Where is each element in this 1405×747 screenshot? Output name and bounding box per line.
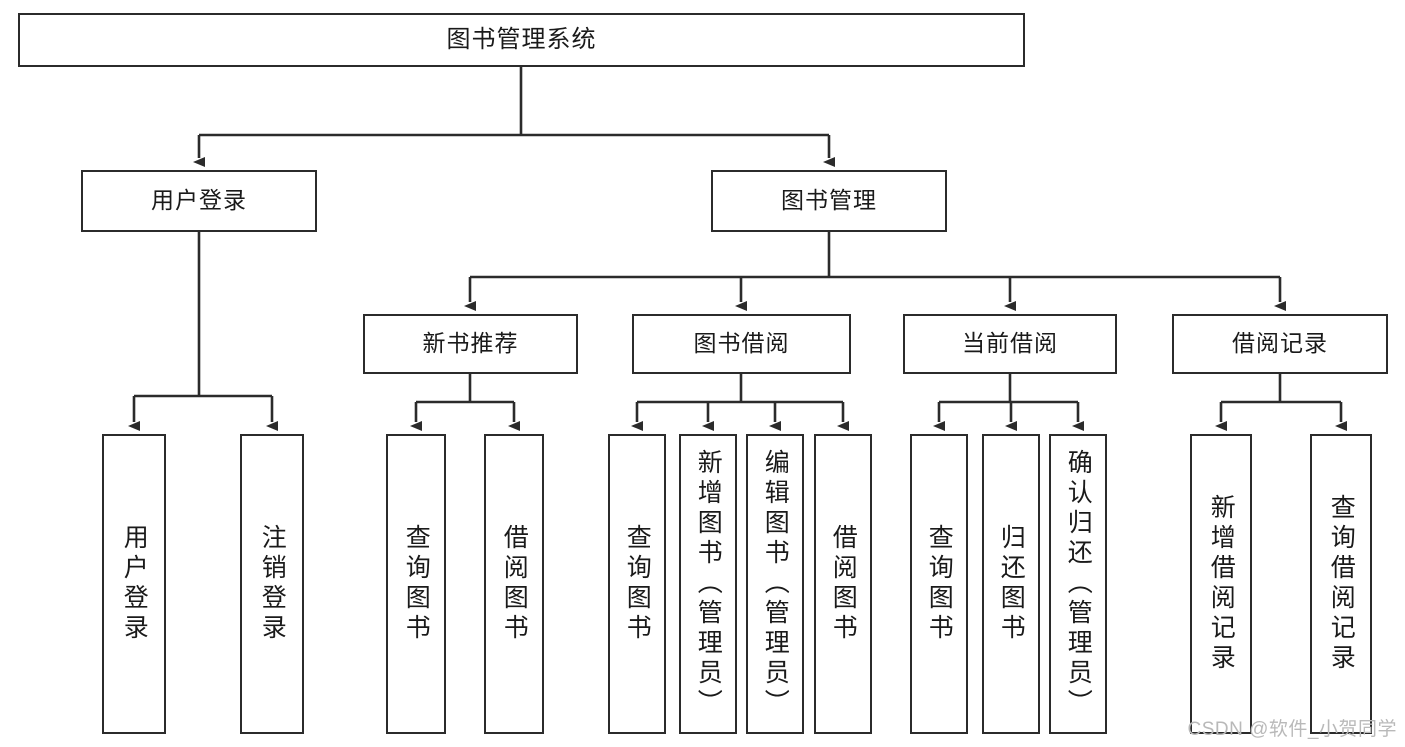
leaf-add-record[interactable]: 新增借阅记录 xyxy=(1190,434,1252,734)
leaf-query-book-3[interactable]: 查询图书 xyxy=(910,434,968,734)
node-book-manage[interactable]: 图书管理 xyxy=(711,170,947,232)
node-label: 新书推荐 xyxy=(422,330,519,357)
node-label: 查询借阅记录 xyxy=(1327,494,1356,674)
leaf-user-login[interactable]: 用户登录 xyxy=(102,434,166,734)
node-label: 图书借阅 xyxy=(693,330,790,357)
node-label: 查询图书 xyxy=(623,524,652,644)
node-label: 借阅记录 xyxy=(1232,330,1328,357)
node-label: 注销登录 xyxy=(258,524,287,644)
node-label: 归还图书 xyxy=(997,524,1026,644)
node-label: 编辑图书（管理员） xyxy=(761,449,790,719)
leaf-logout[interactable]: 注销登录 xyxy=(240,434,304,734)
node-user-login[interactable]: 用户登录 xyxy=(81,170,317,232)
node-label: 当前借阅 xyxy=(962,330,1058,357)
node-root-system[interactable]: 图书管理系统 xyxy=(18,13,1025,67)
watermark-text: CSDN @软件_小贺同学 xyxy=(1187,719,1397,740)
node-new-book-recommend[interactable]: 新书推荐 xyxy=(363,314,578,374)
node-label: 新增借阅记录 xyxy=(1207,494,1236,674)
node-label: 借阅图书 xyxy=(829,524,858,644)
node-label: 用户登录 xyxy=(120,524,149,644)
node-label: 借阅图书 xyxy=(500,524,529,644)
leaf-add-book[interactable]: 新增图书（管理员） xyxy=(679,434,737,734)
node-label: 确认归还（管理员） xyxy=(1064,449,1093,719)
leaf-borrow-book-1[interactable]: 借阅图书 xyxy=(484,434,544,734)
leaf-edit-book[interactable]: 编辑图书（管理员） xyxy=(746,434,804,734)
node-current-borrow[interactable]: 当前借阅 xyxy=(903,314,1117,374)
node-label: 查询图书 xyxy=(925,524,954,644)
node-label: 图书管理 xyxy=(781,187,877,214)
node-label: 新增图书（管理员） xyxy=(694,449,723,719)
node-book-borrow[interactable]: 图书借阅 xyxy=(632,314,851,374)
leaf-query-book-2[interactable]: 查询图书 xyxy=(608,434,666,734)
node-label: 图书管理系统 xyxy=(446,25,597,53)
node-label: 查询图书 xyxy=(402,524,431,644)
node-label: 用户登录 xyxy=(151,187,247,214)
leaf-query-record[interactable]: 查询借阅记录 xyxy=(1310,434,1372,734)
leaf-return-book[interactable]: 归还图书 xyxy=(982,434,1040,734)
node-borrow-record[interactable]: 借阅记录 xyxy=(1172,314,1388,374)
leaf-borrow-book-2[interactable]: 借阅图书 xyxy=(814,434,872,734)
leaf-query-book-1[interactable]: 查询图书 xyxy=(386,434,446,734)
leaf-confirm-return[interactable]: 确认归还（管理员） xyxy=(1049,434,1107,734)
